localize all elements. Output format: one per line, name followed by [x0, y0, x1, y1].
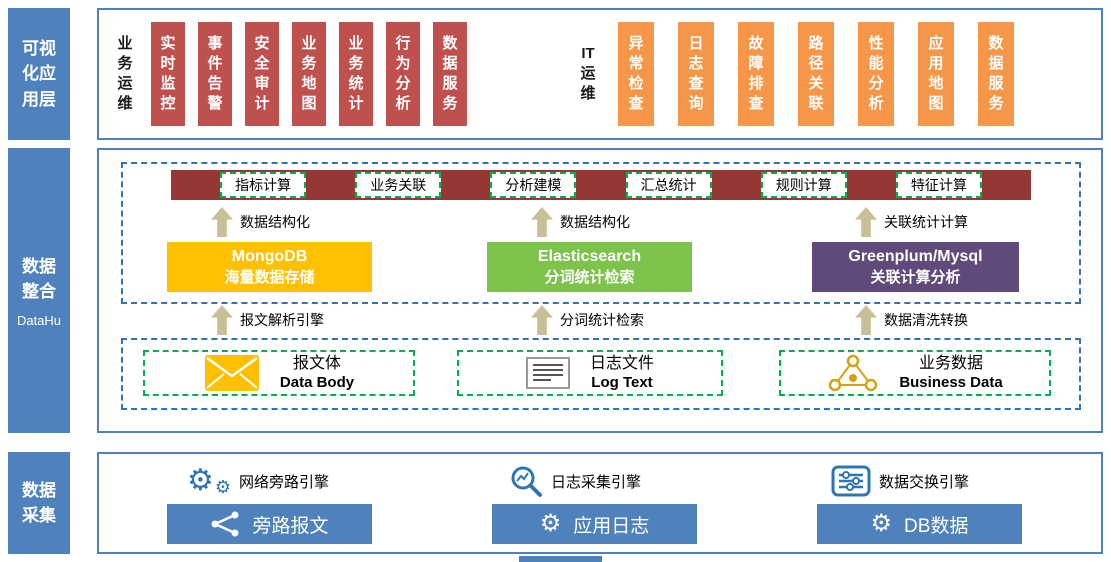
source-sublabel: Data Body — [279, 373, 355, 391]
layer-integration: 指标计算 业务关联 分析建模 汇总统计 规则计算 特征计算 数据结构化 数据结构… — [97, 148, 1103, 433]
app-module: 路径关联 — [798, 22, 834, 126]
app-module: 业务地图 — [292, 22, 326, 126]
document-icon — [525, 357, 570, 389]
compute-module: 规则计算 — [760, 172, 847, 198]
source-label: 日志文件 — [589, 354, 654, 372]
engine-data-exchange: 数据交换引擎 — [831, 462, 969, 500]
source-label: 业务数据 — [918, 354, 983, 372]
magnifier-chart-icon — [511, 466, 542, 497]
bottom-edge-artifact — [519, 556, 602, 562]
app-module: 故障排查 — [738, 22, 774, 126]
compute-module: 汇总统计 — [625, 172, 712, 198]
collector-app-log: ⚙ 应用日志 — [492, 504, 697, 544]
gear-icon: ⚙ — [539, 510, 562, 537]
source-zone-outline — [121, 338, 1081, 410]
app-module: 数据服务 — [433, 22, 467, 126]
flow-arrow-group: 报文解析引擎 — [211, 304, 324, 336]
up-arrow-icon — [531, 305, 553, 335]
group-it-ops: IT运维 异常检查 日志查询 故障排查 路径关联 性能分析 应用地图 数据服务 — [576, 22, 1038, 126]
app-module: 业务统计 — [339, 22, 373, 126]
gear-icon: ⚙ — [187, 464, 214, 497]
collector-label: DB数据 — [904, 515, 969, 537]
compute-module: 指标计算 — [220, 172, 307, 198]
app-module: 行为分析 — [386, 22, 420, 126]
store-mongodb: MongoDB 海量数据存储 — [167, 242, 372, 292]
collector-db-data: ⚙ DB数据 — [817, 504, 1022, 544]
engine-label: 日志采集引擎 — [551, 473, 642, 491]
network-icon — [829, 354, 878, 392]
app-module: 应用地图 — [918, 22, 954, 126]
source-sublabel: Log Text — [591, 373, 653, 391]
store-elasticsearch: Elasticsearch 分词统计检索 — [487, 242, 692, 292]
up-arrow-icon — [855, 207, 877, 237]
flow-arrow-group: 数据结构化 — [211, 206, 310, 238]
app-module: 事件告警 — [198, 22, 232, 126]
up-arrow-icon — [211, 207, 233, 237]
layer-title: 数据采集 — [22, 480, 56, 526]
gear-icon: ⚙ — [870, 510, 893, 537]
source-log-text: 日志文件 Log Text — [457, 350, 723, 396]
compute-zone-outline — [121, 162, 1081, 304]
gear-icon: ⚙ — [214, 477, 232, 497]
source-label: 报文体 — [292, 354, 341, 372]
compute-module: 业务关联 — [355, 172, 442, 198]
group-label-it-ops: IT运维 — [580, 44, 596, 103]
layer-title: 数据整合 — [22, 256, 56, 302]
compute-module: 特征计算 — [895, 172, 982, 198]
up-arrow-icon — [855, 305, 877, 335]
group-business-ops: 业务运维 实时监控 事件告警 安全审计 业务地图 业务统计 行为分析 数据服务 — [117, 22, 480, 126]
flow-arrow-group: 数据结构化 — [531, 206, 630, 238]
share-icon — [211, 511, 239, 537]
app-module: 性能分析 — [858, 22, 894, 126]
app-module: 安全审计 — [245, 22, 279, 126]
layer-label-collection: 数据采集 — [8, 452, 70, 554]
engine-log-collect: 日志采集引擎 — [509, 462, 641, 500]
app-module: 日志查询 — [678, 22, 714, 126]
collector-label: 应用日志 — [573, 515, 650, 537]
compute-module: 分析建模 — [490, 172, 577, 198]
up-arrow-icon — [531, 207, 553, 237]
app-module: 数据服务 — [978, 22, 1014, 126]
envelope-icon — [204, 355, 259, 391]
group-label-business-ops: 业务运维 — [117, 34, 133, 113]
layer-title: 可视化应用层 — [22, 38, 56, 109]
source-business-data: 业务数据 Business Data — [779, 350, 1051, 396]
collector-bypass-packet: 旁路报文 — [167, 504, 372, 544]
flow-arrow-group: 分词统计检索 — [531, 304, 644, 336]
up-arrow-icon — [211, 305, 233, 335]
source-sublabel: Business Data — [899, 373, 1003, 391]
sliders-icon — [831, 465, 871, 497]
engine-label: 数据交换引擎 — [879, 473, 970, 491]
layer-visualization: 业务运维 实时监控 事件告警 安全审计 业务地图 业务统计 行为分析 数据服务 … — [97, 8, 1103, 140]
layer-collection: ⚙ ⚙ 网络旁路引擎 日志采集引擎 数据交换引擎 — [97, 452, 1103, 554]
source-data-body: 报文体 Data Body — [143, 350, 415, 396]
app-module: 异常检查 — [618, 22, 654, 126]
layer-subtitle: DataHu — [16, 312, 62, 328]
flow-arrow-group: 关联统计计算 — [855, 206, 968, 238]
engine-network-bypass: ⚙ ⚙ 网络旁路引擎 — [187, 462, 329, 500]
store-greenplum-mysql: Greenplum/Mysql 关联计算分析 — [812, 242, 1019, 292]
engine-label: 网络旁路引擎 — [239, 473, 330, 491]
compute-modules-bar: 指标计算 业务关联 分析建模 汇总统计 规则计算 特征计算 — [171, 170, 1031, 200]
layer-label-integration: 数据整合 DataHu — [8, 148, 70, 433]
flow-arrow-group: 数据清洗转换 — [855, 304, 968, 336]
app-module: 实时监控 — [151, 22, 185, 126]
layer-label-visualization: 可视化应用层 — [8, 8, 70, 140]
collector-label: 旁路报文 — [252, 515, 329, 537]
